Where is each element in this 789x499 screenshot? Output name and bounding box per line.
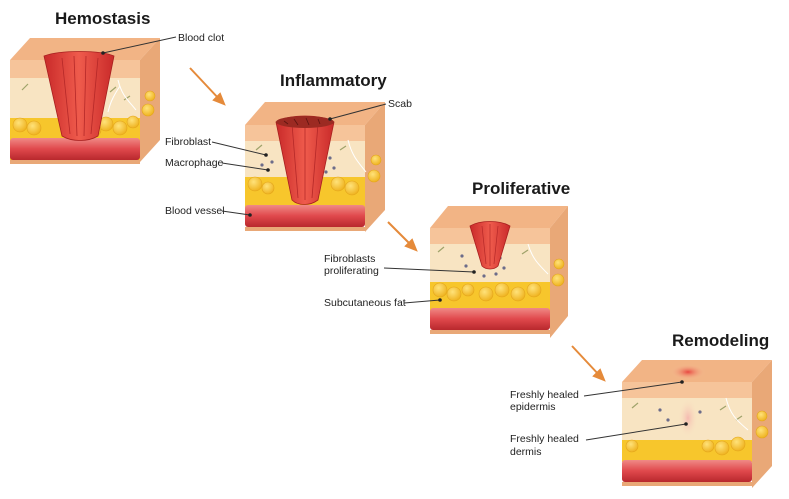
blood-clot (43, 51, 115, 141)
stage-title-proliferative: Proliferative (472, 179, 570, 198)
healed-dermis-mark (678, 398, 698, 438)
label-healed-epidermis-line2: epidermis (510, 401, 556, 413)
label-macrophage: Macrophage (165, 157, 224, 169)
label-healed-dermis-line1: Freshly healed (510, 433, 579, 445)
callout-fibroblast: Fibroblast (165, 136, 268, 157)
label-blood-vessel: Blood vessel (165, 205, 225, 217)
blood-vessel-inflammatory (245, 205, 365, 231)
skin-block-proliferative (430, 206, 568, 338)
callout-blood-clot: Blood clot (101, 32, 224, 55)
skin-block-remodeling (622, 360, 772, 488)
stage-hemostasis: Hemostasis (10, 9, 224, 164)
label-healed-epidermis-line1: Freshly healed (510, 389, 579, 401)
stage-title-inflammatory: Inflammatory (280, 71, 387, 90)
callout-scab: Scab (328, 98, 412, 121)
label-fibroblasts-proliferating-line1: Fibroblasts (324, 253, 375, 265)
callout-subcutaneous-fat: Subcutaneous fat (324, 297, 442, 309)
stage-proliferative: Proliferative (324, 179, 570, 338)
healing-wound-proliferative (469, 221, 511, 270)
label-blood-clot: Blood clot (178, 32, 224, 44)
stage-remodeling: Remodeling Freshly he (510, 331, 772, 488)
label-subcutaneous-fat: Subcutaneous fat (324, 297, 406, 309)
stage-inflammatory: Inflammatory (165, 71, 412, 232)
stage-title-remodeling: Remodeling (672, 331, 769, 350)
label-healed-dermis-line2: dermis (510, 446, 542, 458)
callout-freshly-healed-dermis: Freshly healed dermis (510, 422, 688, 458)
callout-blood-vessel: Blood vessel (165, 205, 252, 217)
arrow-inflammatory-to-proliferative (387, 221, 418, 252)
arrow-hemostasis-to-inflammatory (189, 67, 226, 106)
label-fibroblast: Fibroblast (165, 136, 211, 148)
blood-vessel-remodeling (622, 460, 752, 486)
stage-title-hemostasis: Hemostasis (55, 9, 150, 28)
scab-shape (276, 116, 334, 128)
blood-vessel-hemostasis (10, 138, 140, 164)
label-scab: Scab (388, 98, 412, 110)
label-fibroblasts-proliferating-line2: proliferating (324, 265, 379, 277)
callout-freshly-healed-epidermis: Freshly healed epidermis (510, 380, 684, 413)
inflamed-wound (275, 115, 335, 205)
healed-epidermis-mark (670, 364, 706, 380)
callout-fibroblasts-proliferating: Fibroblasts proliferating (324, 253, 476, 277)
blood-vessel-proliferative (430, 308, 550, 334)
callout-macrophage: Macrophage (165, 157, 270, 172)
arrow-proliferative-to-remodeling (571, 345, 606, 382)
